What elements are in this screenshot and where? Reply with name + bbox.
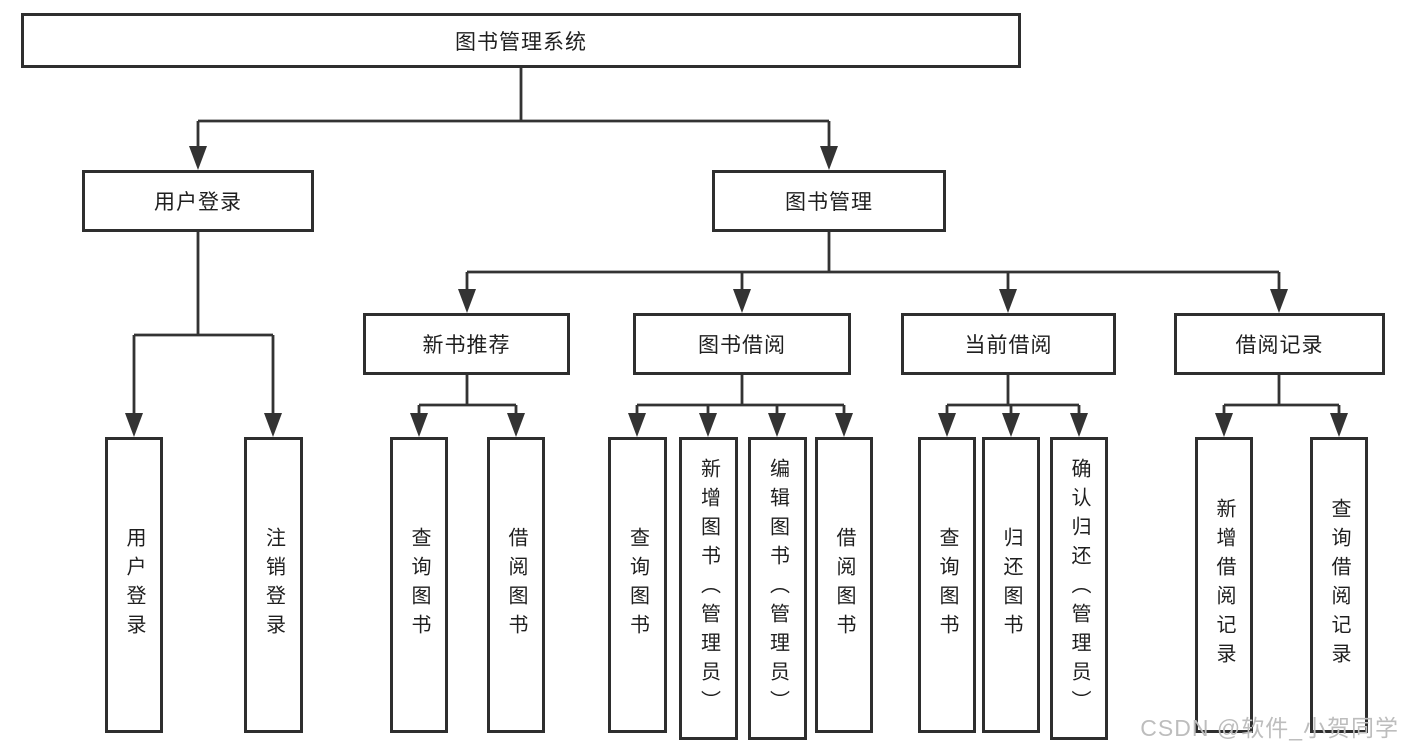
leaf-recommend-borrow-books: 借阅图书 — [487, 437, 545, 733]
node-current-borrowing: 当前借阅 — [901, 313, 1116, 375]
connector-userlogin-to-leaves — [132, 232, 275, 423]
connector-recommend-to-leaves — [417, 375, 518, 423]
leaf-recommend-query-books: 查询图书 — [390, 437, 448, 733]
leaf-current-return-books: 归还图书 — [982, 437, 1040, 733]
leaf-current-query-books: 查询图书 — [918, 437, 976, 733]
arrowheads — [125, 146, 1348, 437]
leaf-borrow-edit-books-admin: 编辑图书（管理员） — [748, 437, 807, 740]
leaf-record-query-record: 查询借阅记录 — [1310, 437, 1368, 733]
csdn-watermark: CSDN @软件_小贺同学 — [1140, 715, 1399, 741]
leaf-borrow-add-books-admin: 新增图书（管理员） — [679, 437, 738, 740]
connector-bookmgmt-to-level3 — [465, 232, 1281, 299]
leaf-borrow-query-books: 查询图书 — [608, 437, 667, 733]
node-borrowing-records: 借阅记录 — [1174, 313, 1385, 375]
connector-borrow-to-leaves — [635, 375, 846, 423]
leaf-borrow-borrow-books: 借阅图书 — [815, 437, 873, 733]
connector-record-to-leaves — [1222, 375, 1341, 423]
node-book-management: 图书管理 — [712, 170, 946, 232]
node-root-system: 图书管理系统 — [21, 13, 1021, 68]
node-user-login: 用户登录 — [82, 170, 314, 232]
leaf-user-login: 用户登录 — [105, 437, 163, 733]
leaf-logout-login: 注销登录 — [244, 437, 303, 733]
connector-root-to-level2 — [196, 68, 831, 156]
leaf-current-confirm-return-admin: 确认归还（管理员） — [1050, 437, 1108, 740]
leaf-record-add-record: 新增借阅记录 — [1195, 437, 1253, 733]
node-book-borrowing: 图书借阅 — [633, 313, 851, 375]
node-new-book-recommend: 新书推荐 — [363, 313, 570, 375]
